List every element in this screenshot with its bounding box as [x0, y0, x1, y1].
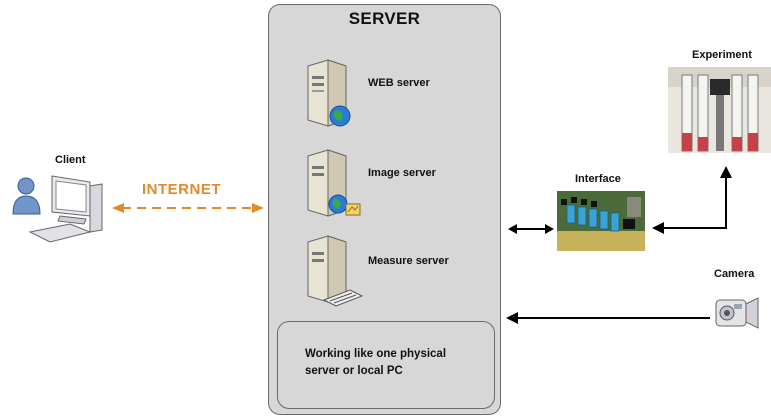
note-line-1: Working like one physical [305, 348, 447, 360]
interface-experiment-arrow [652, 166, 732, 234]
server-interface-arrow [508, 224, 554, 234]
note-line-2: server or local PC [305, 365, 403, 377]
experiment-photo [668, 67, 771, 153]
web-server-label: WEB server [368, 77, 430, 89]
image-server-label: Image server [368, 167, 436, 179]
server-title: SERVER [348, 9, 421, 28]
interface-label: Interface [575, 173, 621, 185]
camera-server-arrow [506, 312, 710, 324]
local-pc-note: Working like one physical server or loca… [305, 346, 485, 380]
internet-label: INTERNET [142, 181, 221, 198]
image-server-icon [307, 149, 361, 217]
camera-label: Camera [714, 268, 755, 280]
local-pc-box [277, 321, 495, 409]
client-label: Client [55, 154, 86, 166]
measure-server-icon [307, 235, 364, 307]
web-server-icon [307, 59, 351, 127]
measure-server-label: Measure server [368, 255, 449, 267]
client-computer-icon [12, 175, 103, 243]
camera-icon [715, 297, 759, 329]
internet-arrow [112, 203, 264, 213]
experiment-label: Experiment [692, 49, 752, 61]
interface-photo [557, 191, 645, 251]
